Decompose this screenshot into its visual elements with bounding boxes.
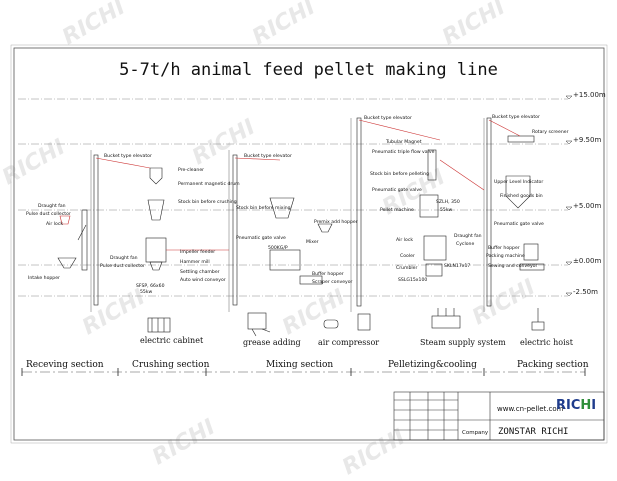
equipment-label: Sewing and conveyor	[488, 264, 538, 269]
equipment-label: Cooler	[400, 254, 415, 259]
equipment-label: SFSP, 66x60	[136, 284, 165, 289]
equipment-label: Permanent magnetic drum	[178, 182, 240, 187]
equipment-label: Finished goods bin	[500, 194, 543, 199]
grease-adding-label: grease adding	[243, 338, 301, 347]
equipment-label: Pneumatic gate valve	[236, 236, 286, 241]
steam-supply-label: Steam supply system	[420, 338, 506, 347]
section-crushing: Crushing section	[132, 360, 210, 370]
equipment-label: Draught fan	[110, 256, 138, 261]
richi-logo: RICHI	[556, 398, 597, 413]
equipment-label: Draught fan	[454, 234, 482, 239]
equipment-label: Pneumatic gate valve	[372, 188, 422, 193]
level-label: +15.00m	[573, 91, 606, 99]
equipment-label: Packing machine	[486, 254, 525, 259]
electric-hoist-label: electric hoist	[520, 338, 573, 347]
equipment-label: Pneumatic gate valve	[494, 222, 544, 227]
equipment-label: Stock bin before pelleting	[370, 172, 430, 177]
equipment-label: Bucket type elevator	[492, 115, 540, 120]
equipment-label: Air lock	[46, 222, 64, 227]
equipment-label: Tubular Magnet	[386, 140, 422, 145]
company-website: www.cn-pellet.com	[497, 405, 564, 413]
company-key-label: Company	[462, 430, 489, 436]
equipment-label: Hammer mill	[180, 260, 210, 265]
equipment-label: 55kw	[440, 208, 453, 213]
equipment-label: Premix add hopper	[314, 220, 358, 225]
equipment-label: Draught fan	[38, 204, 66, 209]
equipment-label: Buffer hopper	[312, 272, 344, 277]
equipment-label: SZLH, 350	[436, 200, 460, 205]
air-compressor-label: air compressor	[318, 338, 380, 347]
section-packing: Packing section	[517, 360, 589, 370]
equipment-label: Stock bin before crushing	[178, 200, 237, 205]
section-pelletizing: Pelletizing&cooling	[388, 360, 477, 370]
company-name: ZONSTAR RICHI	[498, 427, 569, 437]
equipment-label: Mixer	[306, 240, 319, 245]
equipment-label: Bucket type elevator	[244, 154, 292, 159]
level-label: -2.50m	[573, 288, 598, 296]
equipment-label: Bucket type elevator	[104, 154, 152, 159]
equipment-label: Bucket type elevator	[364, 116, 412, 121]
equipment-label: Pulse dust collector	[26, 212, 71, 217]
equipment-label: Intake hopper	[28, 276, 60, 281]
equipment-label: Air lock	[396, 238, 414, 243]
equipment-label: SSLG15x100	[398, 278, 428, 283]
level-label: ±0.00m	[573, 257, 602, 265]
equipment-label: Cyclone	[456, 242, 475, 247]
equipment-label: Pre-cleaner	[178, 168, 205, 173]
equipment-label: Stock bin before mixing	[236, 206, 291, 211]
equipment-label: Upper Level Indicator	[494, 180, 544, 185]
equipment-label: SKLN17x17	[444, 264, 471, 269]
equipment-label: Rotary screener	[532, 130, 569, 135]
drawing-title: 5-7t/h animal feed pellet making line	[119, 60, 498, 80]
level-label: +9.50m	[573, 136, 602, 144]
equipment-label: 55kw	[140, 290, 153, 295]
equipment-label: Crumbler	[396, 266, 418, 271]
equipment-label: Pneumatic triple flow valve	[372, 150, 435, 155]
equipment-label: Auto wind conveyor	[180, 278, 226, 283]
equipment-label: Impeller feeder	[180, 250, 216, 255]
equipment-label: Settling chamber	[180, 270, 220, 275]
equipment-label: Pulse dust collector	[100, 264, 145, 269]
section-receiving: Receving section	[26, 360, 104, 370]
level-label: +5.00m	[573, 202, 602, 210]
equipment-label: Buffer hopper	[488, 246, 520, 251]
section-mixing: Mixing section	[266, 360, 334, 370]
electric-cabinet-label: electric cabinet	[140, 336, 204, 345]
equipment-label: 500KG/P	[268, 246, 288, 251]
equipment-label: Pellet machine	[380, 208, 414, 213]
equipment-label: Scraper conveyor	[312, 280, 353, 285]
